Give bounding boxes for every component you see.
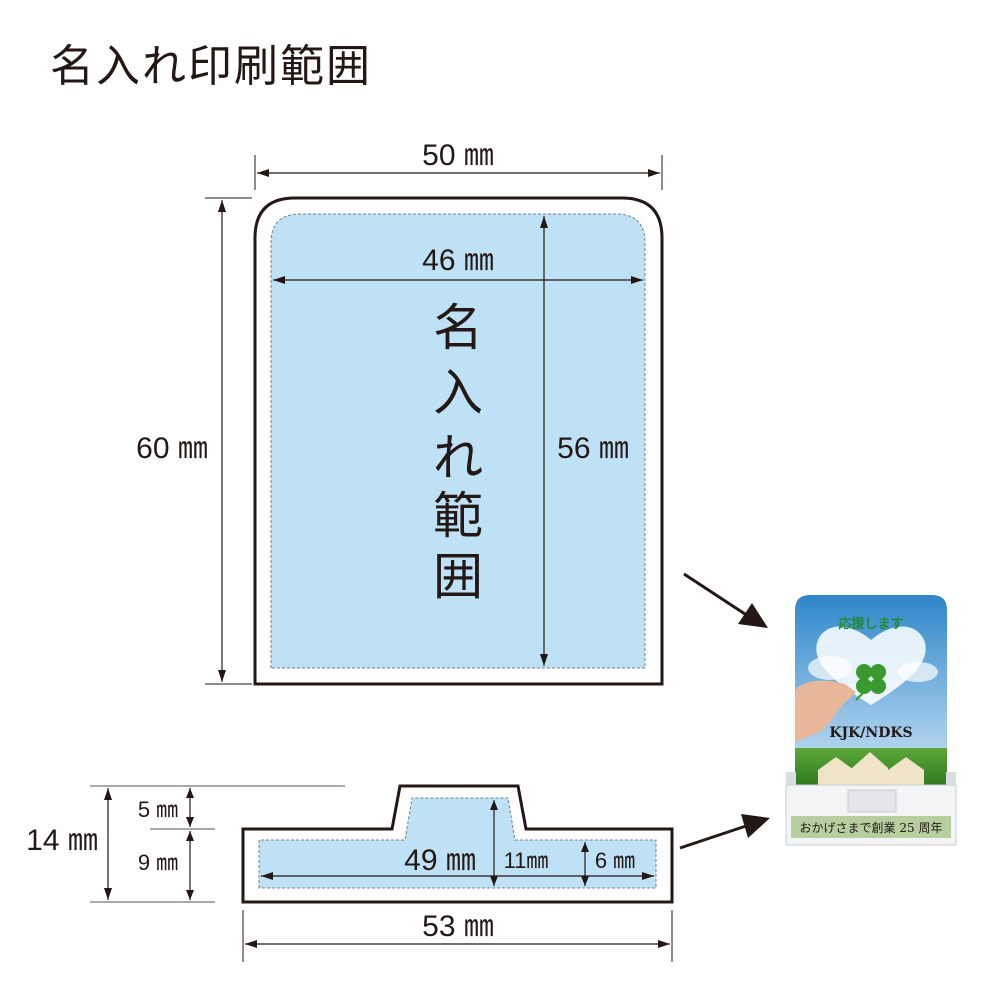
front-plate [253,196,664,686]
area-label-char: 囲 [433,548,483,606]
arrow-to-photo-top [683,572,768,628]
base-tab-inner-height-label: 11㎜ [504,848,549,873]
front-height-dimension: 60 ㎜ [136,197,252,685]
base-total-height-label: 14 ㎜ [26,824,98,857]
base-outer-width-label: 53 ㎜ [422,910,494,943]
base-inner-width-label: 49 ㎜ [404,844,476,877]
arrow-to-photo-base [679,814,770,850]
base-plate [241,784,674,904]
base-body-inner-height-label: 6 ㎜ [595,848,635,873]
area-label-char: 範 [433,487,483,545]
photo-base-message: おかげさまで創業 25 周年 [800,821,943,835]
product-photo: 応援します KJK/NDKS おかげさまで創業 25 周年 [785,595,957,846]
base-outer-width-dimension: 53 ㎜ [242,910,673,962]
front-inner-width-label: 46 ㎜ [422,244,494,277]
hand-image [795,680,856,742]
photo-heading: 応援します [838,616,903,632]
front-inner-width-dimension: 46 ㎜ [273,244,643,284]
base-tab-height-label: 5 ㎜ [138,797,178,822]
front-inner-height-label: 56 ㎜ [557,432,629,465]
front-inner-height-dimension: 56 ㎜ [540,216,629,666]
front-outer-height-label: 60 ㎜ [136,432,208,465]
front-outer-width-label: 50 ㎜ [422,139,494,172]
front-width-dimension: 50 ㎜ [254,139,663,190]
print-area-vertical-label: 名 入 れ 範 囲 [433,299,483,606]
clover-icon [855,664,886,701]
area-label-char: 名 [433,299,483,357]
area-label-char: れ [433,429,483,487]
base-print-area [258,797,657,889]
photo-name: KJK/NDKS [829,725,912,741]
base-height-dimensions: 14 ㎜ 5 ㎜ 9 ㎜ [26,785,345,903]
base-inner-height-dimensions: 11㎜ 6 ㎜ [490,800,635,886]
area-label-char: 入 [433,364,483,422]
page-title: 名入れ印刷範囲 [50,41,372,92]
front-print-area [270,213,646,669]
base-body-height-label: 9 ㎜ [138,850,178,875]
